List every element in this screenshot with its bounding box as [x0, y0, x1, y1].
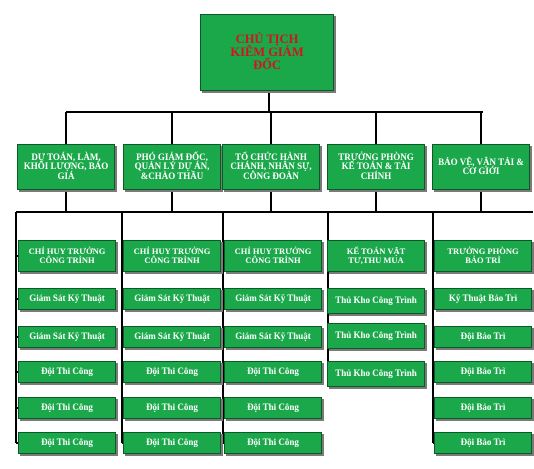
item-box: Đội Thi Công: [123, 361, 221, 383]
item-box: Đội Bảo Trì: [434, 361, 532, 383]
lead-box: CHỈ HUY TRƯỞNG CÔNG TRÌNH: [123, 240, 221, 272]
item-box: Kỹ Thuật Bảo Trì: [434, 288, 532, 310]
dept-box: PHÓ GIÁM ĐỐC, QUẢN LÝ DỰ ÁN, &CHÀO THẦU: [123, 144, 221, 190]
item-box: Giám Sát Kỹ Thuật: [224, 288, 322, 310]
item-box: Đội Thi Công: [123, 397, 221, 419]
item-box: Đội Thi Công: [224, 397, 322, 419]
item-box: Giám Sát Kỹ Thuật: [123, 326, 221, 348]
item-box: Đội Thi Công: [123, 432, 221, 454]
item-box: Đội Thi Công: [224, 361, 322, 383]
item-box: Đội Thi Công: [224, 432, 322, 454]
dept-box: TRƯỞNG PHÒNG KẾ TOÁN & TÀI CHÍNH: [327, 144, 425, 190]
dept-box: TỔ CHỨC HÀNH CHÁNH, NHÂN SỰ, CÔNG ĐOÀN: [222, 144, 320, 190]
item-box: Đội Bảo Trì: [434, 432, 532, 454]
item-box: Thủ Kho Công Trình: [327, 288, 425, 314]
item-box: Đội Thi Công: [18, 432, 116, 454]
item-box: Thủ Kho Công Trình: [327, 323, 425, 349]
dept-box: DỰ TOÁN, LÀM, KHỐI LƯỢNG, BÁO GIÁ: [17, 144, 115, 190]
item-box: Giám Sát Kỹ Thuật: [224, 326, 322, 348]
item-box: Giám Sát Kỹ Thuật: [18, 326, 116, 348]
item-box: Đội Bảo Trì: [434, 326, 532, 348]
item-box: Giám Sát Kỹ Thuật: [18, 288, 116, 310]
dept-box: BẢO VỆ, VẬN TẢI & CƠ GIỚI: [432, 144, 530, 190]
lead-box: TRƯỞNG PHÒNG BẢO TRÌ: [434, 240, 532, 272]
item-box: Đội Thi Công: [18, 361, 116, 383]
item-box: Giám Sát Kỹ Thuật: [123, 288, 221, 310]
item-box: Thủ Kho Công Trình: [327, 361, 425, 387]
item-box: Đội Thi Công: [18, 397, 116, 419]
lead-box: CHỈ HUY TRƯỞNG CÔNG TRÌNH: [18, 240, 116, 272]
item-box: Đội Bảo Trì: [434, 397, 532, 419]
lead-box: CHỈ HUY TRƯỞNG CÔNG TRÌNH: [224, 240, 322, 272]
lead-box: KẾ TOÁN VẬT TƯ,THU MUA: [327, 240, 425, 272]
